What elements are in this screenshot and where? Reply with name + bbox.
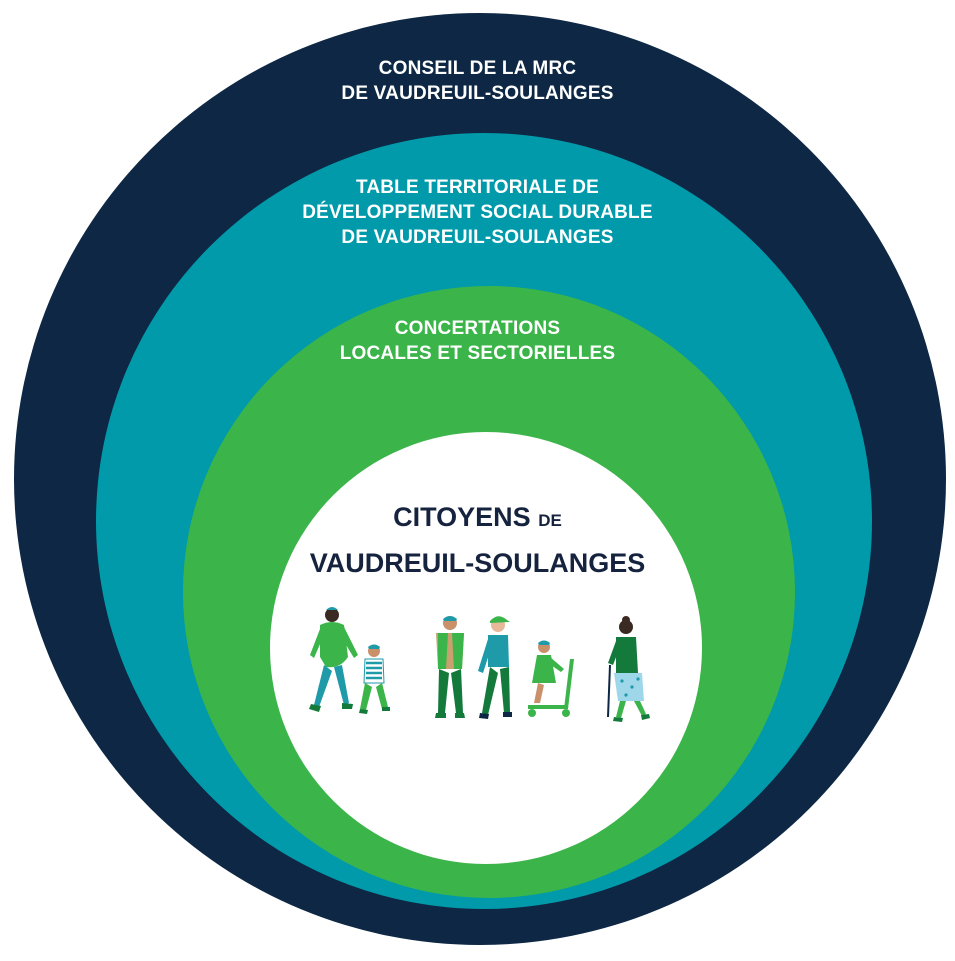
territorial-table-label-line3: DE VAUDREUIL-SOULANGES xyxy=(341,227,614,248)
mrc-council-label-line1: CONSEIL DE LA MRC xyxy=(378,58,577,79)
citizens-title-small: DE xyxy=(538,511,562,530)
territorial-table-label-line1: TABLE TERRITORIALE DE xyxy=(355,177,600,198)
territorial-table-label: TABLE TERRITORIALE DE DÉVELOPPEMENT SOCI… xyxy=(0,175,955,250)
citizens-title: CITOYENS DE VAUDREUIL-SOULANGES xyxy=(0,496,955,584)
adult-standing-icon xyxy=(435,616,465,718)
citizens-title-line2: VAUDREUIL-SOULANGES xyxy=(309,548,646,578)
adult-walking-icon xyxy=(309,607,358,712)
mrc-council-label-line2: DE VAUDREUIL-SOULANGES xyxy=(341,83,614,104)
child-walking-icon xyxy=(359,644,390,714)
people-group-icon xyxy=(309,607,650,722)
citizens-title-main: CITOYENS xyxy=(393,502,531,532)
territorial-table-label-line2: DÉVELOPPEMENT SOCIAL DURABLE xyxy=(302,202,653,223)
mrc-council-label: CONSEIL DE LA MRC DE VAUDREUIL-SOULANGES xyxy=(0,56,955,106)
local-concertations-label: CONCERTATIONS LOCALES ET SECTORIELLES xyxy=(0,316,955,366)
woman-walking-icon xyxy=(478,616,512,719)
citizens-title-line1: CITOYENS DE xyxy=(0,496,955,542)
elder-cane-icon xyxy=(607,616,650,722)
local-concertations-label-line2: LOCALES ET SECTORIELLES xyxy=(339,343,616,364)
local-concertations-label-line1: CONCERTATIONS xyxy=(394,318,561,339)
child-scooter-icon xyxy=(528,640,574,717)
